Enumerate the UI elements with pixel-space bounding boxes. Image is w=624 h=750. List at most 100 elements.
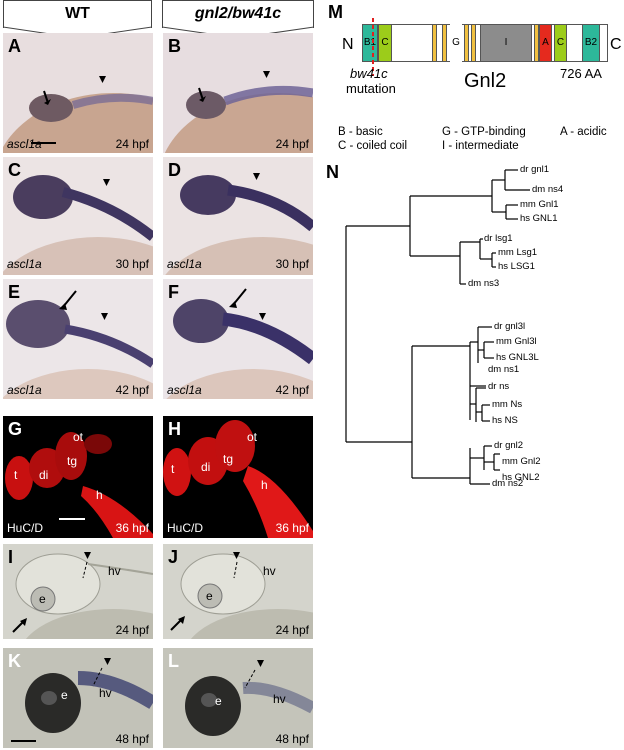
leaf-dr-gnl2: dr gnl2: [494, 440, 524, 451]
domain-g-band-2: [442, 24, 447, 62]
n-terminus: N: [342, 36, 354, 53]
panel-K-stage: 48 hpf: [115, 732, 149, 746]
panel-I-hv: hv: [108, 564, 121, 578]
mutation-marker: [372, 18, 374, 76]
leaf-hs-ns: hs NS: [492, 415, 518, 426]
protein-length: 726 AA: [560, 66, 602, 81]
leaf-hs-gnl2: hs GNL2: [502, 472, 540, 483]
panel-G-stage: 36 hpf: [115, 521, 149, 535]
legend-coiled: C - coiled coil: [338, 140, 408, 152]
panel-A-label: A: [8, 36, 21, 56]
domain-intermediate: I: [480, 24, 532, 62]
panel-B: B 24 hpf: [163, 33, 313, 153]
mutant-header-label: gnl2/bw41c: [194, 5, 282, 22]
panel-C-stage: 30 hpf: [115, 257, 149, 271]
panel-F: F ascl1a 42 hpf: [163, 279, 313, 399]
panel-I-stage: 24 hpf: [115, 623, 149, 637]
panel-H-stage: 36 hpf: [275, 521, 309, 535]
leaf-dr-ns: dr ns: [488, 381, 510, 392]
leaf-dm-ns1: dm ns1: [488, 364, 520, 375]
leaf-dm-ns3: dm ns3: [468, 278, 500, 289]
domain-g-band-5: [534, 24, 539, 62]
domain-c2: C: [554, 24, 567, 62]
panel-K-hv: hv: [99, 686, 112, 700]
panel-A-stage: 24 hpf: [115, 137, 149, 151]
panel-I-label: I: [8, 547, 14, 567]
panel-H-label: H: [168, 419, 181, 439]
panel-G-ot: ot: [73, 430, 84, 444]
panel-E-gene: ascl1a: [7, 383, 42, 397]
leaf-mm-gnl1: mm Gnl1: [520, 199, 559, 210]
mutant-header: gnl2/bw41c: [162, 0, 314, 28]
leaf-mm-lsg1: mm Lsg1: [498, 247, 538, 258]
panel-G-h: h: [96, 488, 103, 502]
mutation-allele: bw41c: [350, 66, 388, 81]
panel-H-ot: ot: [247, 430, 258, 444]
panel-D-gene: ascl1a: [167, 257, 202, 271]
panel-M: M N C B1 C G I A C B2 bw41c mutation Gnl…: [320, 0, 624, 160]
panel-L-label: L: [168, 651, 179, 671]
panel-N-label: N: [326, 162, 339, 182]
panel-L-e: e: [215, 694, 222, 708]
panel-H-tg: tg: [223, 452, 234, 466]
panel-A: A ascl1a 24 hpf: [3, 33, 153, 153]
panel-J-stage: 24 hpf: [275, 623, 309, 637]
domain-b2: B2: [582, 24, 600, 62]
panel-G-label: G: [8, 419, 23, 439]
panel-J: J e hv 24 hpf: [163, 544, 313, 639]
panel-G-di: di: [39, 468, 49, 482]
panel-G: G t di tg ot h HuC/D 36 hpf: [3, 416, 153, 538]
panel-K: K e hv 48 hpf: [3, 648, 153, 748]
panel-B-stage: 24 hpf: [275, 137, 309, 151]
panel-I: I e hv 24 hpf: [3, 544, 153, 639]
domain-c1: C: [378, 24, 392, 62]
panel-K-label: K: [8, 651, 21, 671]
panel-D: D ascl1a 30 hpf: [163, 157, 313, 275]
panel-J-hv: hv: [263, 564, 276, 578]
leaf-dm-ns2: dm ns2: [492, 478, 524, 489]
panel-K-e: e: [61, 688, 68, 702]
panel-M-label: M: [328, 2, 343, 22]
panel-D-label: D: [168, 160, 181, 180]
legend-acidic: A - acidic: [560, 126, 607, 138]
wt-header: WT: [3, 0, 152, 28]
leaf-hs-gnl1: hs GNL1: [520, 213, 558, 224]
panel-L-hv: hv: [273, 692, 286, 706]
panel-J-e: e: [206, 589, 213, 603]
legend-gtp: G - GTP-binding: [442, 126, 526, 138]
panel-H: H t di tg ot h HuC/D 36 hpf: [163, 416, 313, 538]
legend-basic: B - basic: [338, 126, 383, 138]
leaf-hs-lsg1: hs LSG1: [498, 261, 535, 272]
panel-H-h: h: [261, 478, 268, 492]
panel-C: C ascl1a 30 hpf: [3, 157, 153, 275]
leaf-dr-lsg1: dr lsg1: [484, 233, 513, 244]
leaf-mm-gnl2: mm Gnl2: [502, 456, 541, 467]
domain-acidic: A: [539, 24, 552, 62]
panel-I-e: e: [39, 592, 46, 606]
leaf-dr-gnl3l: dr gnl3l: [494, 321, 526, 332]
wt-header-label: WT: [65, 5, 90, 22]
panel-E-label: E: [8, 282, 21, 302]
panel-D-stage: 30 hpf: [275, 257, 309, 271]
leaf-hs-gnl3l: hs GNL3L: [496, 352, 539, 363]
panel-F-gene: ascl1a: [167, 383, 202, 397]
domain-g-band-3: [464, 24, 469, 62]
leaf-mm-gnl3l: mm Gnl3l: [496, 336, 537, 347]
panel-C-gene: ascl1a: [7, 257, 42, 271]
panel-F-stage: 42 hpf: [275, 383, 309, 397]
mutation-word: mutation: [346, 81, 396, 96]
panel-C-label: C: [8, 160, 21, 180]
panel-A-gene: ascl1a: [7, 137, 42, 151]
panel-G-t: t: [14, 468, 18, 482]
panel-G-tg: tg: [67, 454, 78, 468]
panel-E: E ascl1a 42 hpf: [3, 279, 153, 399]
panel-H-marker: HuC/D: [167, 521, 204, 535]
panel-L-stage: 48 hpf: [275, 732, 309, 746]
panel-J-label: J: [168, 547, 179, 567]
phylo-tree: [345, 169, 530, 485]
domain-g-band-1: [432, 24, 437, 62]
domain-g: G: [450, 24, 462, 62]
panel-G-marker: HuC/D: [7, 521, 44, 535]
leaf-dm-ns4: dm ns4: [532, 184, 564, 195]
legend-intermediate: I - intermediate: [442, 140, 519, 152]
